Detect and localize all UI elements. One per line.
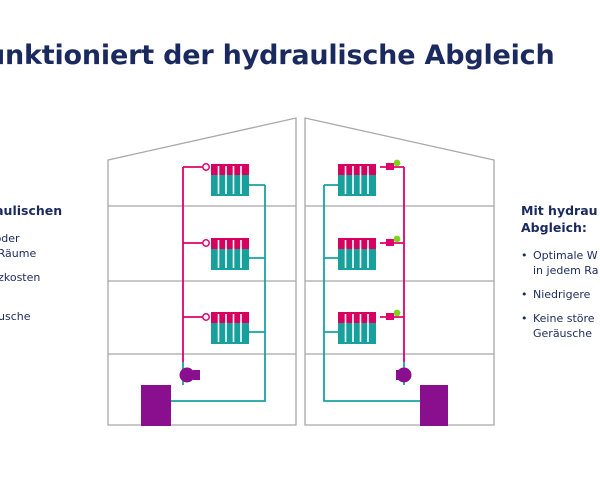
list-item: Keine störe Geräusche xyxy=(521,311,598,341)
radiator-icon xyxy=(338,164,376,196)
valve-icon xyxy=(386,159,401,170)
flow-pipe-left xyxy=(182,166,205,362)
pump-icon xyxy=(396,367,412,383)
radiator-icon xyxy=(338,312,376,344)
pump-icon xyxy=(179,367,200,383)
valve-icon xyxy=(386,309,401,320)
right-heading: Mit hydrau Abgleich: xyxy=(521,203,598,235)
list-item: er eräusche xyxy=(0,310,31,323)
list-item: Optimale W in jedem Ra xyxy=(521,248,598,278)
list-item: Niedrigere xyxy=(521,287,598,302)
valve-icon xyxy=(202,239,210,247)
radiator-icon xyxy=(211,312,249,344)
left-heading: draulischen xyxy=(0,203,63,218)
right-text-panel: Mit hydrau Abgleich: Optimale W in jedem… xyxy=(521,202,598,350)
radiator-icon xyxy=(211,238,249,270)
left-text-panel: draulischen te oder lte Räume Heizkosten… xyxy=(0,202,62,333)
valve-icon xyxy=(386,235,401,246)
left-bullet-list: te oder lte Räume Heizkosten er eräusche xyxy=(0,231,62,324)
house-left xyxy=(107,117,297,426)
radiator-icon xyxy=(211,164,249,196)
radiator-icon xyxy=(338,238,376,270)
boiler-icon xyxy=(141,385,171,426)
right-bullet-list: Optimale W in jedem Ra Niedrigere Keine … xyxy=(521,248,598,341)
return-pipe-right xyxy=(323,184,420,402)
valve-icon xyxy=(202,163,210,171)
boiler-icon xyxy=(420,385,448,426)
house-left-outline xyxy=(107,117,297,426)
valve-icon xyxy=(202,313,210,321)
return-pipe-left xyxy=(171,184,266,402)
house-right xyxy=(304,117,495,426)
list-item: Heizkosten xyxy=(0,271,41,284)
page-title: unktioniert der hydraulische Abgleich xyxy=(0,40,555,71)
list-item: te oder lte Räume xyxy=(0,232,37,260)
